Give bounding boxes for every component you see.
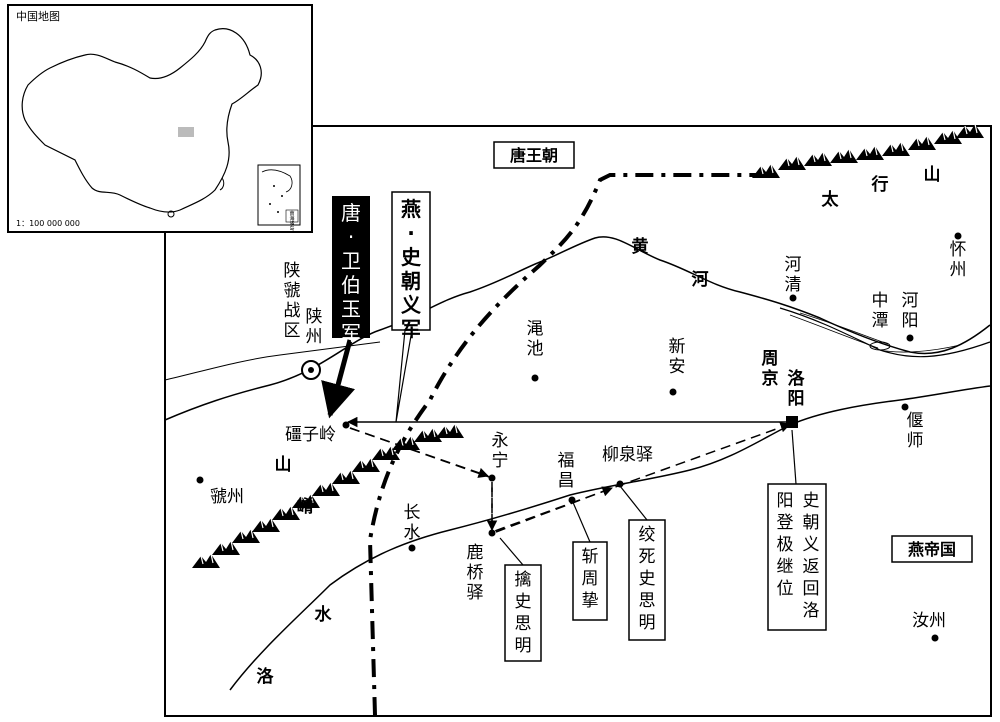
label-xinan: 新安 <box>669 337 686 377</box>
place-markers <box>196 232 962 642</box>
marker-yanshi <box>901 403 909 411</box>
label-huaizhou: 怀州 <box>950 240 967 280</box>
label-taihang: 太 <box>822 189 840 210</box>
svg-text:燕·史朝义军: 燕·史朝义军 <box>401 197 422 341</box>
label-shanzhou: 陕州 <box>306 307 323 347</box>
label-jiangziling: 礓子岭 <box>285 425 336 445</box>
china-outline <box>21 28 262 213</box>
label-heyang: 河阳 <box>902 291 919 331</box>
marker-liuquanyi <box>616 480 624 488</box>
south-sea-label: 南海诸岛 <box>289 210 294 232</box>
label-luqiaoyi: 鹿桥驿 <box>467 543 484 603</box>
label-heqing: 河清 <box>785 255 802 295</box>
region-yan: 燕帝国 <box>891 535 973 563</box>
marker-guozhou <box>196 476 204 484</box>
label-luo-river-2: 水 <box>315 604 333 625</box>
label-luo-river: 洛 <box>257 666 275 687</box>
label-fuchang: 福昌 <box>558 451 575 491</box>
label-luoyang: 洛阳 <box>788 368 806 409</box>
marker-heyang <box>906 334 914 342</box>
marker-jiangziling <box>342 421 350 429</box>
event-behead: 斩周挚 <box>571 499 608 621</box>
event-return: 史朝义返回洛 阳登极继位 <box>767 429 827 631</box>
label-zhongtan: 中潭 <box>872 291 889 331</box>
inset-map: 中国地图 南海诸岛 1：100 000 000 <box>7 4 313 233</box>
label-taihang-2: 行 <box>871 174 889 195</box>
label-liuquanyi: 柳泉驿 <box>602 445 653 465</box>
label-changshui: 长水 <box>404 503 421 543</box>
label-yellow-river-2: 河 <box>692 270 709 290</box>
svg-text:擒史思明: 擒史思明 <box>515 570 532 656</box>
label-taihang-3: 山 <box>924 165 941 185</box>
label-yongning: 永宁 <box>492 431 509 471</box>
marker-yongning <box>488 474 496 482</box>
army-shi-chaoyi: 燕·史朝义军 <box>391 191 431 341</box>
label-yao: 崤 <box>297 496 314 517</box>
inset-highlight <box>178 127 194 137</box>
label-guozhou: 虢州 <box>210 487 244 507</box>
label-ruzhou: 汝州 <box>912 611 946 631</box>
marker-heqing <box>789 294 797 302</box>
svg-text:唐王朝: 唐王朝 <box>510 146 558 165</box>
svg-text:唐·卫伯玉军: 唐·卫伯玉军 <box>341 201 361 345</box>
marker-huaizhou <box>954 232 962 240</box>
marker-luqiaoyi <box>488 529 496 537</box>
wei-boyu-pointer <box>321 339 356 419</box>
label-yanshi: 偃师 <box>907 411 924 451</box>
svg-text:燕帝国: 燕帝国 <box>908 540 956 559</box>
label-yellow-river: 黄 <box>632 236 649 257</box>
inset-title: 中国地图 <box>16 10 60 23</box>
inset-scale: 1：100 000 000 <box>16 219 80 228</box>
south-sea-inset <box>257 164 301 226</box>
marker-fuchang <box>568 496 576 504</box>
river-tributary <box>164 341 381 381</box>
event-strangle: 绞死史思明 <box>619 485 666 641</box>
marker-luoyang <box>786 416 798 428</box>
label-mianchi: 渑池 <box>527 319 544 359</box>
label-yao-2: 山 <box>275 455 292 475</box>
army-wei-boyu: 唐·卫伯玉军 <box>332 196 370 345</box>
label-zhoujing: 周京 <box>762 349 779 389</box>
yellow-river <box>164 236 991 421</box>
region-tang: 唐王朝 <box>493 141 575 169</box>
marker-xinan <box>669 388 677 396</box>
label-shanzhou-district: 陕虢战区 <box>284 261 301 341</box>
svg-text:阳登极继位: 阳登极继位 <box>777 491 794 599</box>
marker-ruzhou <box>931 634 939 642</box>
event-capture: 擒史思明 <box>499 537 542 662</box>
svg-text:史朝义返回洛: 史朝义返回洛 <box>803 491 820 621</box>
marker-changshui <box>408 544 416 552</box>
svg-text:绞死史思明: 绞死史思明 <box>639 525 656 633</box>
svg-text:斩周挚: 斩周挚 <box>582 547 599 611</box>
marker-mianchi <box>531 374 539 382</box>
